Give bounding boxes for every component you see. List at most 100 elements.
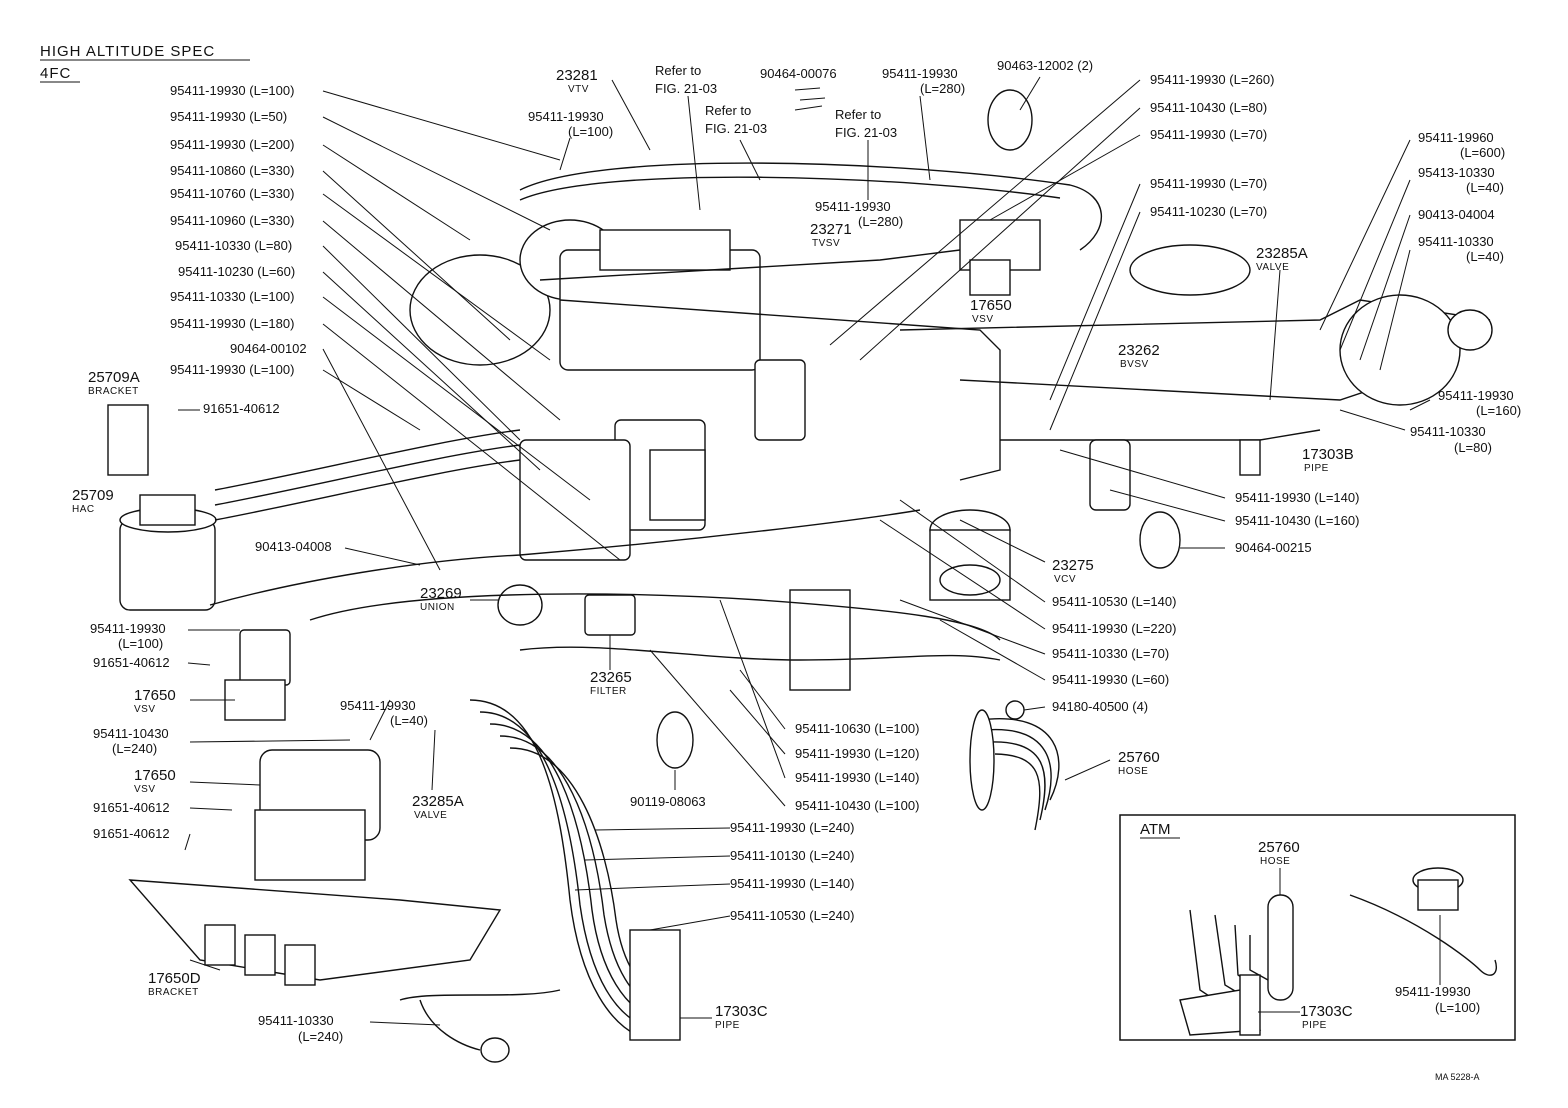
atm-label-25760-sub: HOSE: [1260, 856, 1290, 867]
label-95411-19930-l280a: 95411-19930: [882, 66, 958, 81]
label-r-10330-40b-len: (L=40): [1466, 249, 1504, 264]
ref-note-2: Refer to: [705, 103, 751, 118]
ref-note-2b: FIG. 21-03: [705, 121, 767, 136]
label-l9: 95411-10330 (L=100): [170, 289, 294, 304]
label-l11: 90464-00102: [230, 341, 307, 356]
label-l4: 95411-10860 (L=330): [170, 163, 294, 178]
label-r-70: 95411-19930 (L=70): [1150, 127, 1267, 142]
label-25760-sub: HOSE: [1118, 766, 1148, 777]
label-l1: 95411-19930 (L=100): [170, 83, 294, 98]
atm-title: ATM: [1140, 821, 1171, 838]
label-95411-19930-l280b-len: (L=280): [858, 214, 903, 229]
labels-left: 95411-19930 (L=100) 95411-19930 (L=50) 9…: [72, 83, 464, 1044]
ref-note-3b: FIG. 21-03: [835, 125, 897, 140]
label-r-10330-80-len: (L=80): [1454, 440, 1492, 455]
label-r-220: 95411-19930 (L=220): [1052, 621, 1176, 636]
label-25760: 25760: [1118, 749, 1160, 766]
label-23281: 23281: [556, 67, 598, 84]
label-l3: 95411-19930 (L=200): [170, 137, 294, 152]
label-91651-40612a: 91651-40612: [203, 401, 280, 416]
label-91651-40612b: 91651-40612: [93, 655, 170, 670]
label-r-140: 95411-19930 (L=140): [1235, 490, 1359, 505]
label-17650b: 17650: [134, 767, 176, 784]
label-17650a: 17650: [134, 687, 176, 704]
label-25709-sub: HAC: [72, 504, 95, 515]
label-90464-00076: 90464-00076: [760, 66, 837, 81]
label-r-90413: 90413-04004: [1418, 207, 1495, 222]
label-r-10230-70: 95411-10230 (L=70): [1150, 204, 1267, 219]
label-95411-10430-l240: 95411-10430: [93, 726, 169, 741]
label-r-10430-160: 95411-10430 (L=160): [1235, 513, 1359, 528]
label-23269-sub: UNION: [420, 602, 455, 613]
label-23275: 23275: [1052, 557, 1094, 574]
label-17650a-sub: VSV: [134, 704, 156, 715]
label-95411-19930-l100-top-len: (L=100): [568, 124, 613, 139]
atm-inset: ATM 25760 HOSE 17303C PIPE 95411-19930 (…: [1119, 814, 1516, 1041]
label-r-260: 95411-19930 (L=260): [1150, 72, 1274, 87]
label-m-140: 95411-19930 (L=140): [795, 770, 919, 785]
label-91651-40612c: 91651-40612: [93, 800, 170, 815]
label-r-19930-160-len: (L=160): [1476, 403, 1521, 418]
atm-label-19930-len: (L=100): [1435, 1000, 1480, 1015]
label-95411-19930-l100-top: 95411-19930: [528, 109, 604, 124]
label-m-10430-100: 95411-10430 (L=100): [795, 798, 919, 813]
atm-label-17303C-sub: PIPE: [1302, 1020, 1327, 1031]
label-23285A: 23285A: [1256, 245, 1308, 262]
header-spec: HIGH ALTITUDE SPEC: [40, 43, 215, 60]
label-17650c: 17650: [970, 297, 1012, 314]
label-17303C-sub: PIPE: [715, 1020, 740, 1031]
label-r-70b: 95411-19930 (L=70): [1150, 176, 1267, 191]
label-25709A: 25709A: [88, 369, 140, 386]
leader-lines: [178, 76, 1431, 1026]
label-90463-12002: 90463-12002 (2): [997, 58, 1093, 73]
label-95411-19930-l280b: 95411-19930: [815, 199, 891, 214]
labels-right: 95411-19930 (L=260) 95411-10430 (L=80) 9…: [970, 72, 1521, 777]
label-r-10330-80: 95411-10330: [1410, 424, 1486, 439]
label-23285A-b-sub: VALVE: [414, 810, 447, 821]
label-23262-sub: BVSV: [1120, 359, 1149, 370]
ref-note-1: Refer to: [655, 63, 701, 78]
label-23265: 23265: [590, 669, 632, 686]
label-17303B-sub: PIPE: [1304, 463, 1329, 474]
label-25709A-sub: BRACKET: [88, 386, 139, 397]
labels-top: 23281 VTV Refer to FIG. 21-03 Refer to F…: [528, 58, 1093, 249]
label-23285A-b: 23285A: [412, 793, 464, 810]
label-r-94180: 94180-40500 (4): [1052, 699, 1148, 714]
engine-artwork: [107, 87, 1493, 1063]
label-l2: 95411-19930 (L=50): [170, 109, 287, 124]
label-95411-19930-l280a-len: (L=280): [920, 81, 965, 96]
label-m-240a: 95411-19930 (L=240): [730, 820, 854, 835]
label-r-10330-40-len: (L=40): [1466, 180, 1504, 195]
label-23262: 23262: [1118, 342, 1160, 359]
label-r-19930-160: 95411-19930: [1438, 388, 1514, 403]
label-r-10330-40b: 95411-10330: [1418, 234, 1494, 249]
label-17650c-sub: VSV: [972, 314, 994, 325]
ref-note-3: Refer to: [835, 107, 881, 122]
label-95411-10330-l240: 95411-10330: [258, 1013, 334, 1028]
label-r-19960: 95411-19960: [1418, 130, 1494, 145]
label-23271-sub: TVSV: [812, 238, 840, 249]
label-m-120: 95411-19930 (L=120): [795, 746, 919, 761]
label-91651-40612d: 91651-40612: [93, 826, 170, 841]
label-l7: 95411-10330 (L=80): [175, 238, 292, 253]
label-r-60: 95411-19930 (L=60): [1052, 672, 1169, 687]
label-90413-04008: 90413-04008: [255, 539, 332, 554]
label-23275-sub: VCV: [1054, 574, 1076, 585]
label-l10: 95411-19930 (L=180): [170, 316, 294, 331]
labels-middle: 23265 FILTER 90119-08063 95411-10630 (L=…: [590, 669, 919, 1031]
label-m-10630: 95411-10630 (L=100): [795, 721, 919, 736]
label-23285A-sub: VALVE: [1256, 262, 1289, 273]
label-95411-19930-l100b: 95411-19930: [90, 621, 166, 636]
label-l5: 95411-10760 (L=330): [170, 186, 294, 201]
label-m-10530-240: 95411-10530 (L=240): [730, 908, 854, 923]
label-95411-19930-l40-len: (L=40): [390, 713, 428, 728]
label-17303C: 17303C: [715, 1003, 768, 1020]
label-r-19960-len: (L=600): [1460, 145, 1505, 160]
label-r-10530-140: 95411-10530 (L=140): [1052, 594, 1176, 609]
label-17650D-sub: BRACKET: [148, 987, 199, 998]
label-l6: 95411-10960 (L=330): [170, 213, 294, 228]
label-m-140b: 95411-19930 (L=140): [730, 876, 854, 891]
label-m-10130: 95411-10130 (L=240): [730, 848, 854, 863]
ref-note-1b: FIG. 21-03: [655, 81, 717, 96]
